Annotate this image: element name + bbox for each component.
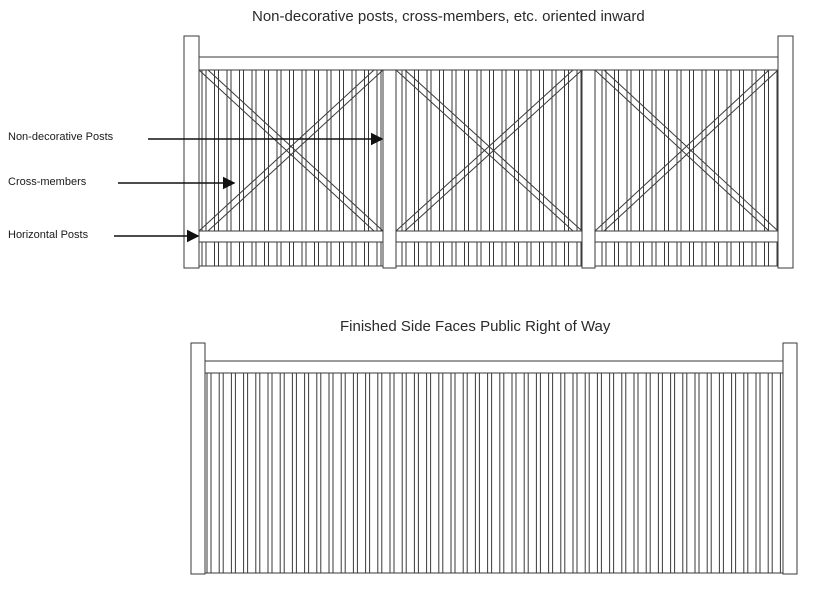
left-end-post-finished: [190, 342, 206, 575]
cross-members-label: Cross-members: [8, 176, 87, 188]
back-side-fence: [183, 35, 794, 269]
bottom-horizontal-rail: [198, 230, 779, 243]
top-rail-finished: [204, 360, 784, 374]
cross-member-edge: [594, 69, 770, 232]
cross-member-edge: [207, 69, 384, 232]
left-end-post: [183, 35, 200, 269]
non-decorative-posts-label: Non-decorative Posts: [8, 131, 114, 143]
cross-member-edge: [198, 69, 375, 232]
cross-member-edge: [404, 69, 583, 232]
bottom-pickets: [205, 373, 785, 574]
cross-members: [198, 69, 779, 232]
middle-post-1: [382, 69, 397, 269]
cross-member-edge: [395, 69, 574, 232]
finished-side-fence: [190, 342, 798, 575]
bottom-diagram-title: Finished Side Faces Public Right of Way: [340, 318, 611, 335]
cross-member-edge: [603, 69, 779, 232]
middle-post-2: [581, 69, 596, 269]
top-diagram-title: Non-decorative posts, cross-members, etc…: [252, 8, 645, 25]
top-rail: [198, 56, 779, 71]
horizontal-posts-label: Horizontal Posts: [8, 229, 89, 241]
right-end-post: [777, 35, 794, 269]
right-end-post-finished: [782, 342, 798, 575]
